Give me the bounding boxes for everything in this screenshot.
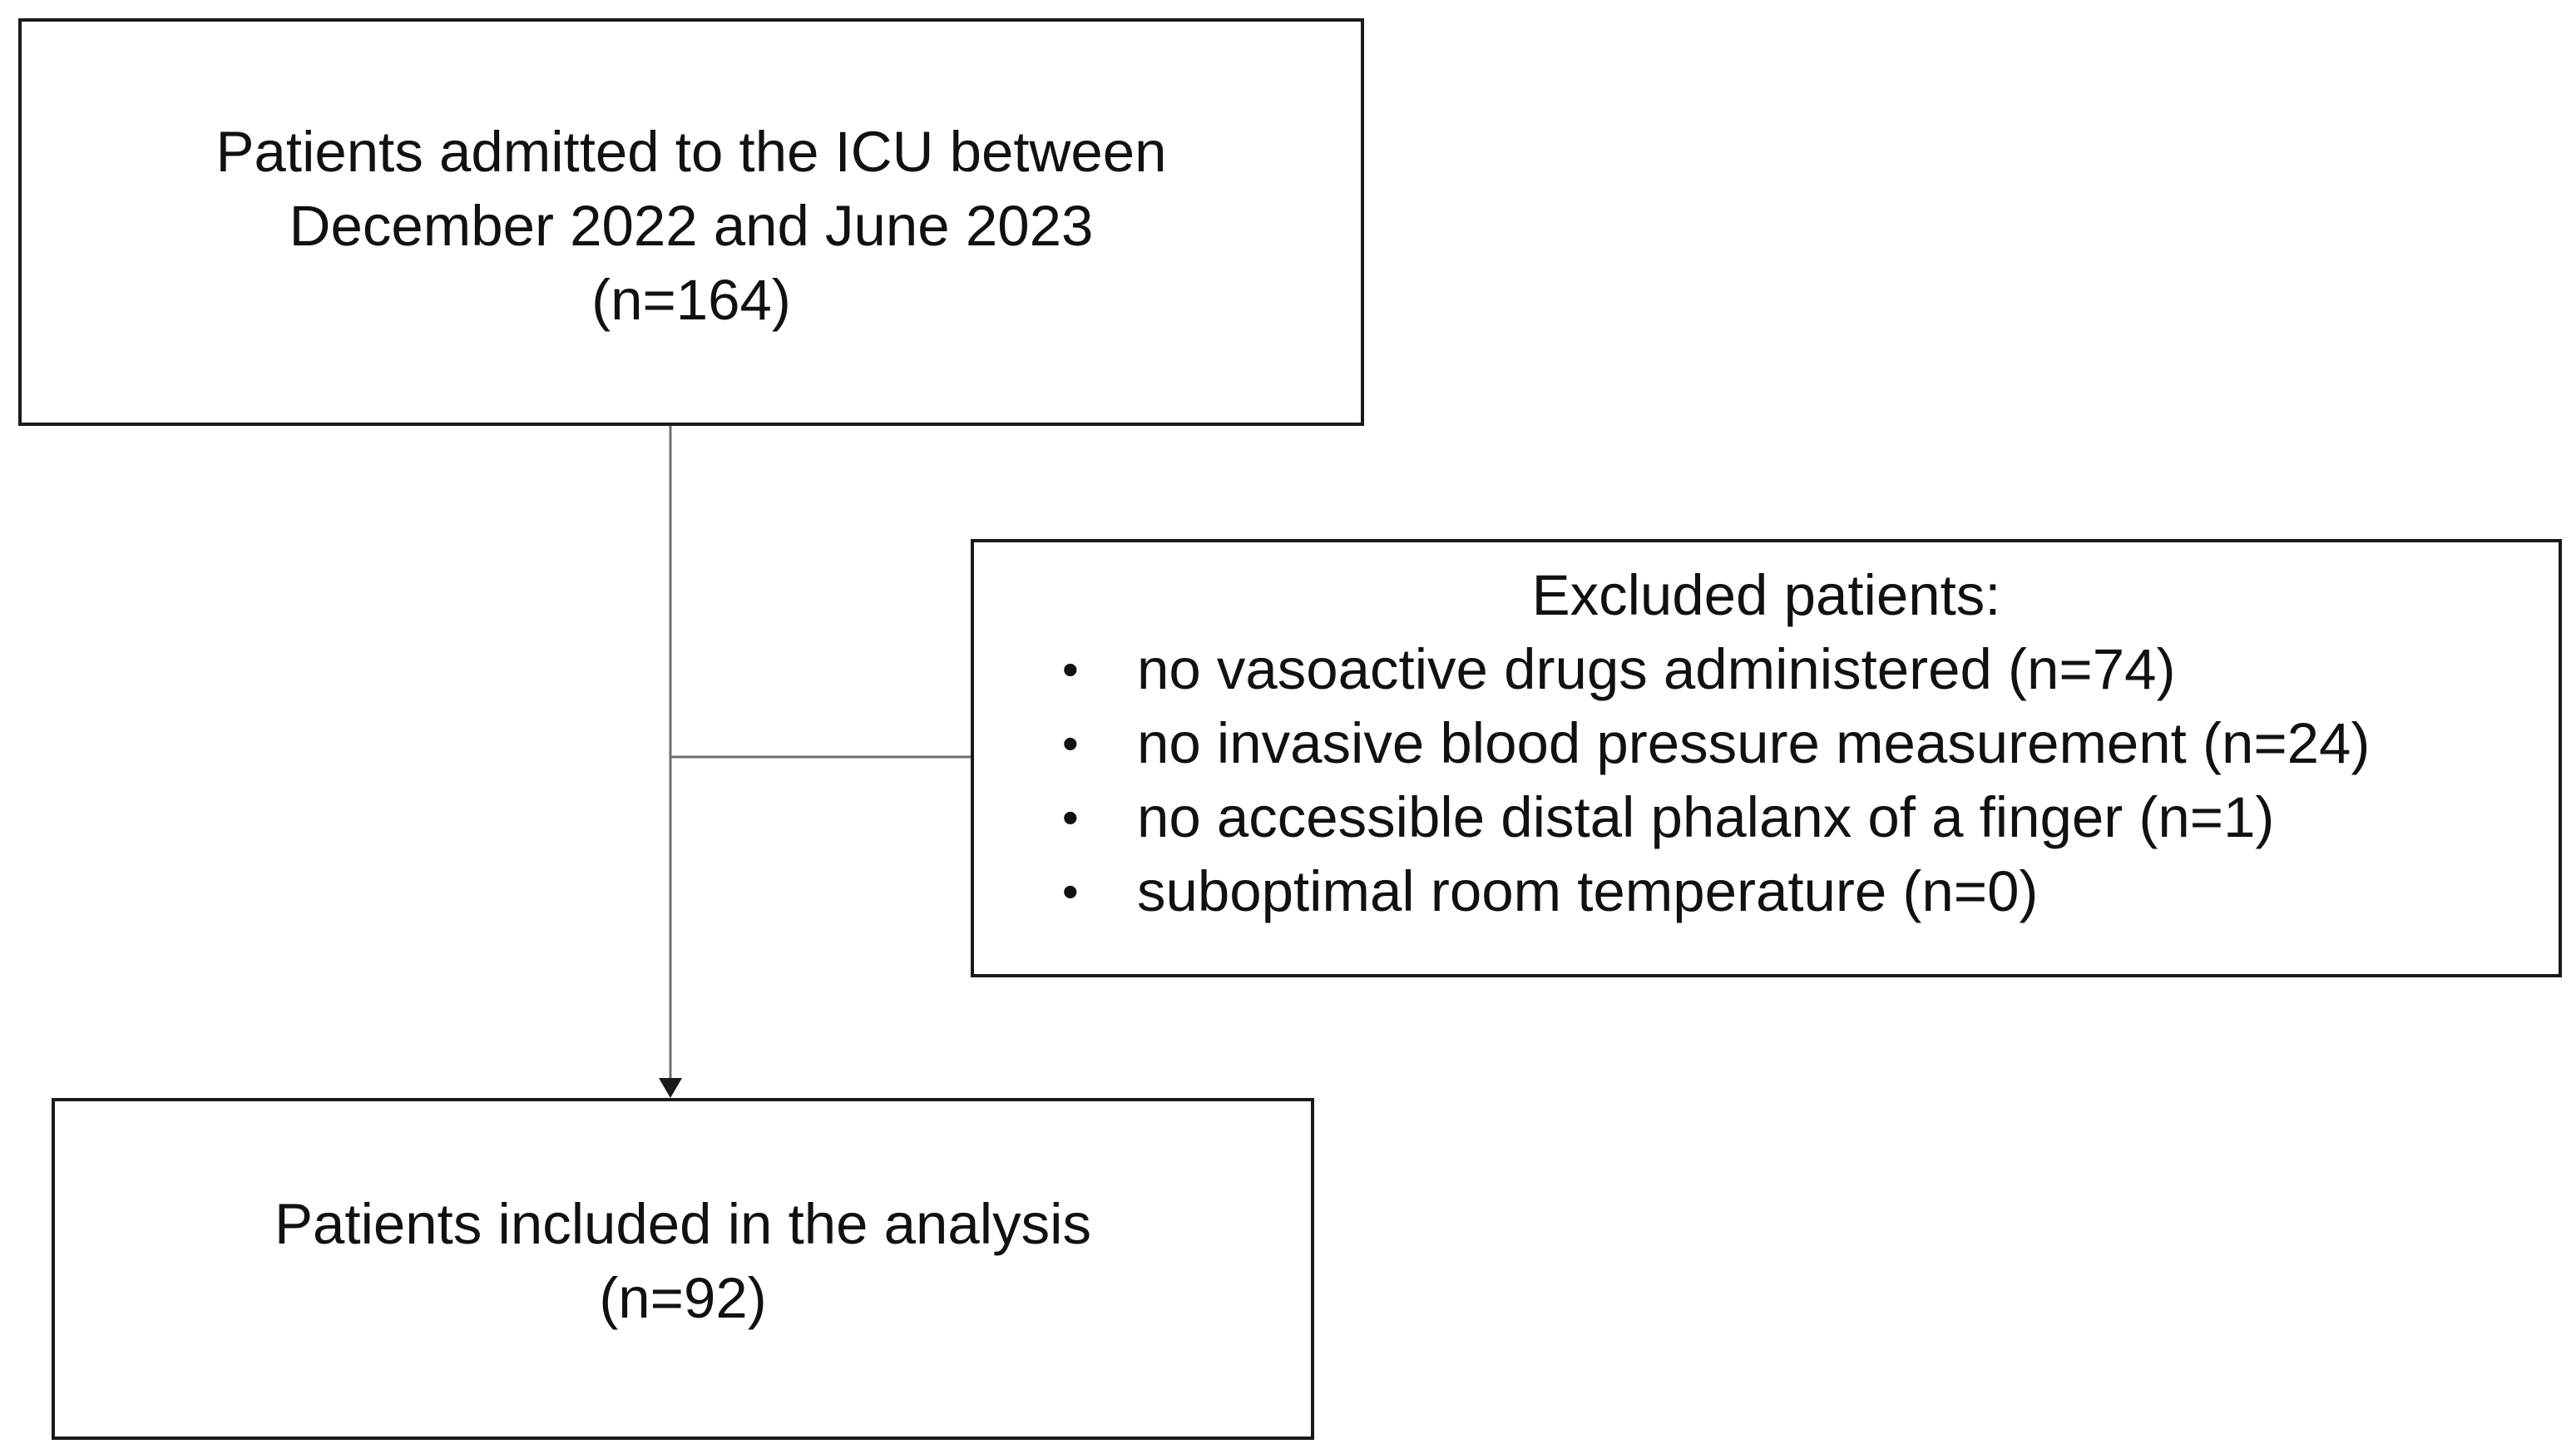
exclusion-item-text: suboptimal room temperature (n=0)	[1137, 859, 2039, 923]
included-patients-text: Patients included in the analysis (n=92)	[55, 1187, 1311, 1335]
arrowhead-down	[659, 1078, 682, 1098]
bullet-icon: •	[1062, 717, 1079, 769]
excluded-patients-box: Excluded patients: • no vasoactive drugs…	[971, 539, 2562, 977]
admitted-line-1: Patients admitted to the ICU between	[215, 120, 1167, 184]
bullet-icon: •	[1062, 865, 1079, 917]
included-patients-box: Patients included in the analysis (n=92)	[52, 1098, 1314, 1440]
exclusion-item-text: no vasoactive drugs administered (n=74)	[1137, 637, 2176, 701]
admitted-patients-box: Patients admitted to the ICU between Dec…	[18, 18, 1364, 426]
exclusion-item-text: no accessible distal phalanx of a finger…	[1137, 785, 2275, 849]
excluded-title: Excluded patients:	[1531, 563, 2001, 627]
bullet-icon: •	[1062, 791, 1079, 843]
admitted-patients-text: Patients admitted to the ICU between Dec…	[22, 115, 1361, 337]
bullet-icon: •	[1062, 643, 1079, 695]
exclusion-item-text: no invasive blood pressure measurement (…	[1137, 711, 2371, 775]
included-count: (n=92)	[599, 1266, 767, 1330]
admitted-count: (n=164)	[591, 268, 791, 332]
included-line-1: Patients included in the analysis	[274, 1192, 1091, 1256]
admitted-line-2: December 2022 and June 2023	[289, 194, 1094, 258]
